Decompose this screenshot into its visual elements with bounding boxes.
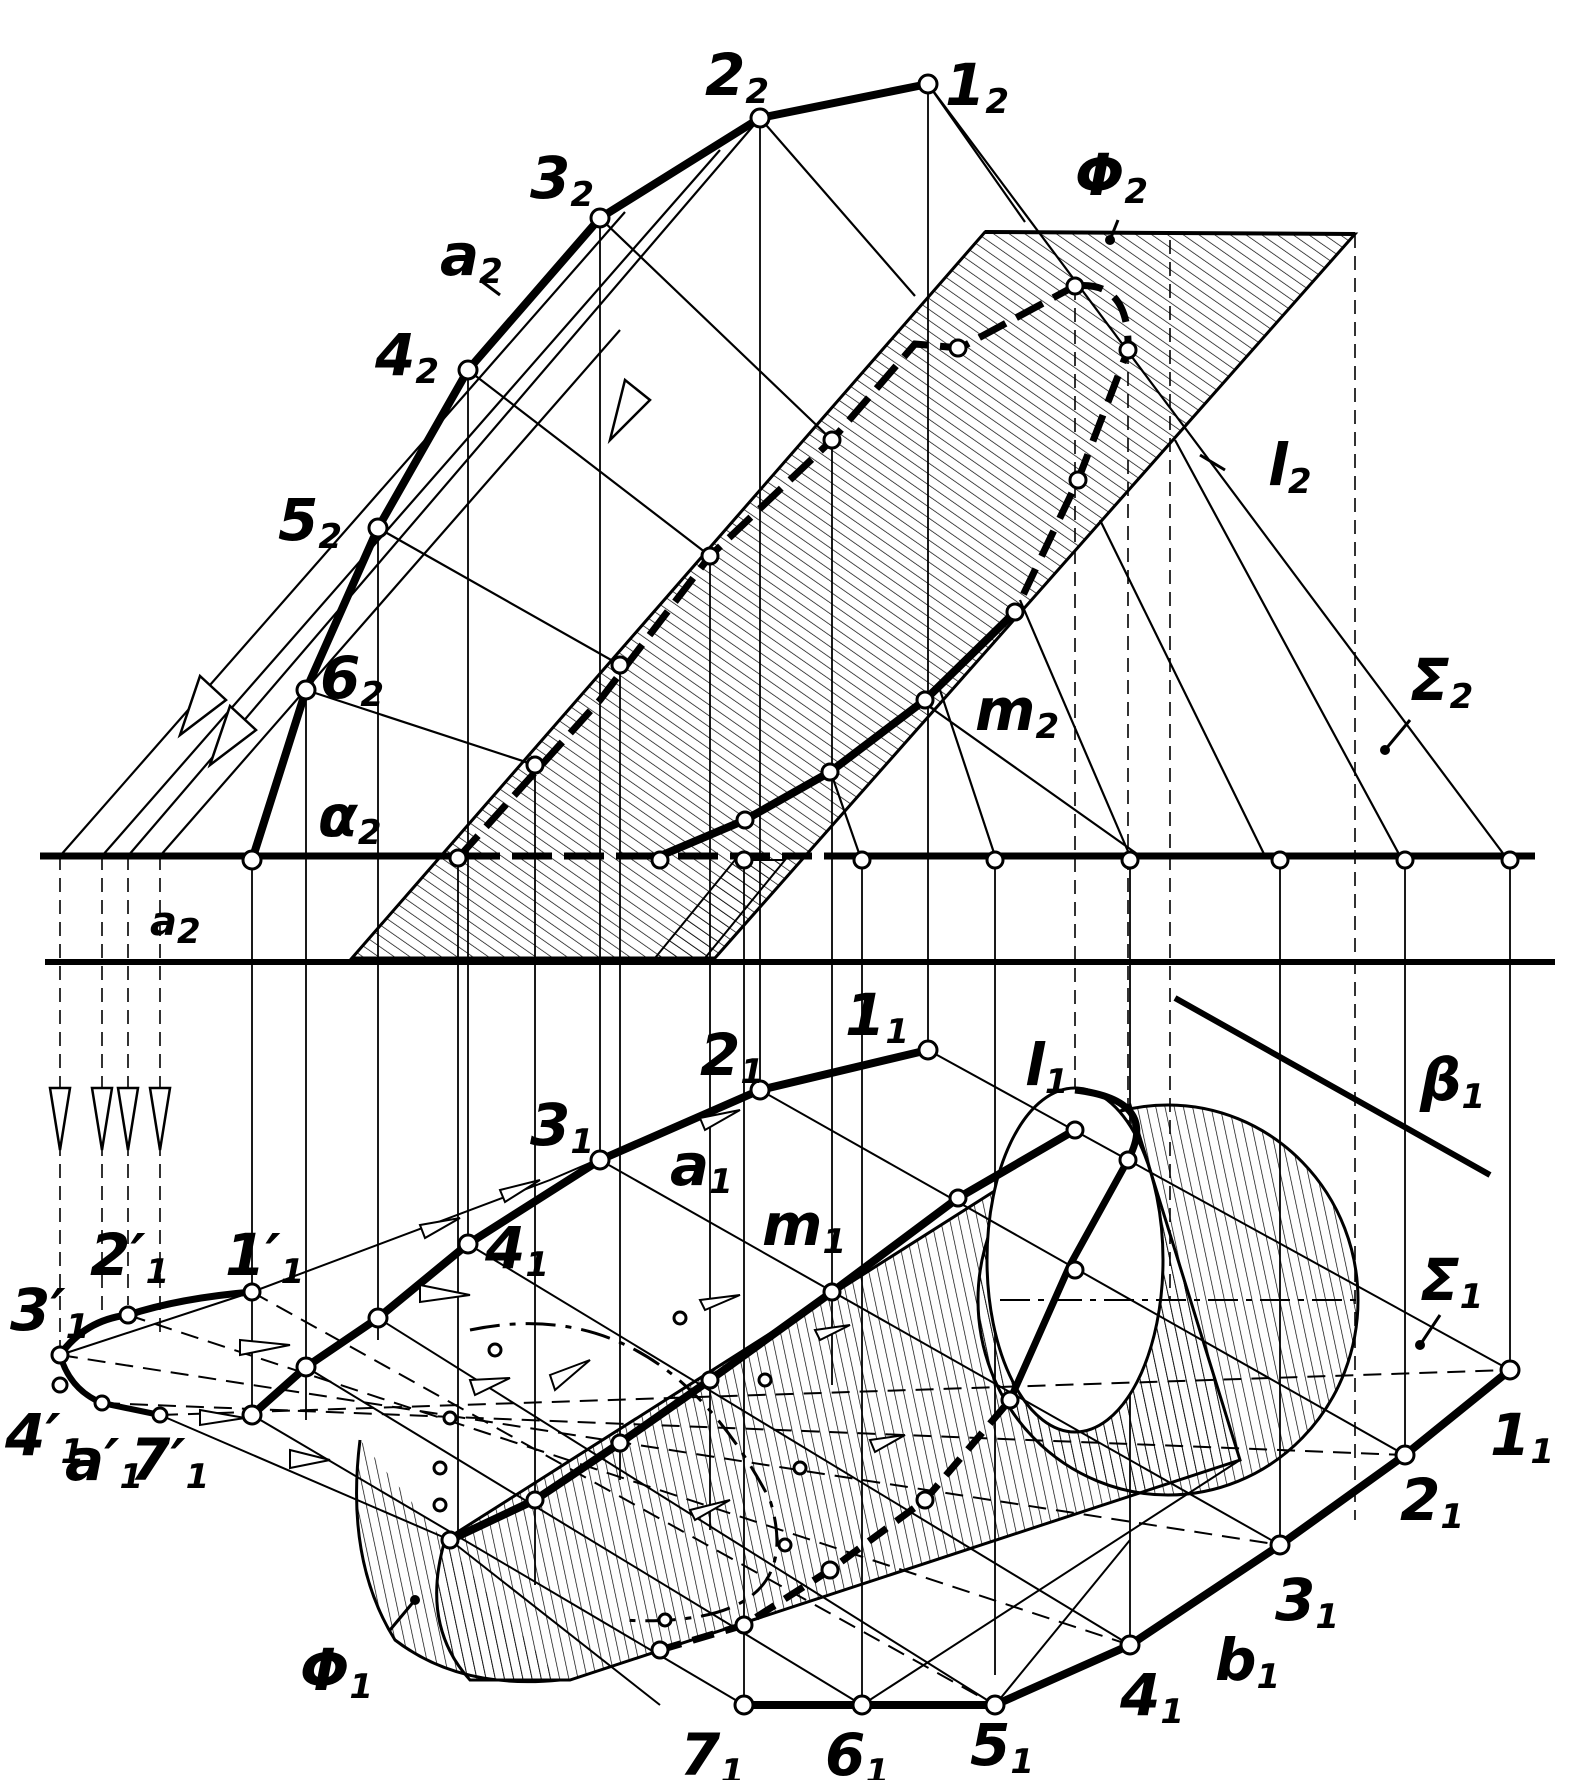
phi2-cylinder-front bbox=[348, 230, 1359, 960]
svg-text:11: 11 bbox=[845, 981, 909, 1052]
svg-text:31: 31 bbox=[530, 1091, 594, 1162]
svg-text:32: 32 bbox=[530, 144, 594, 215]
point-3-2 bbox=[589, 207, 611, 229]
svg-text:7′1: 7′1 bbox=[130, 1426, 209, 1497]
svg-text:m2: m2 bbox=[975, 676, 1059, 747]
point-4-2 bbox=[457, 359, 479, 381]
labels: 12 22 32 a2 42 52 62 α2 a2 Φ2 l2 Σ2 m2 1… bbox=[4, 41, 1554, 1780]
svg-text:21: 21 bbox=[1400, 1466, 1464, 1537]
label-1-2: 1 bbox=[945, 51, 985, 119]
svg-text:22: 22 bbox=[705, 41, 769, 112]
svg-text:Φ2: Φ2 bbox=[1075, 141, 1148, 212]
svg-text:11: 11 bbox=[1490, 1401, 1554, 1472]
svg-text:Φ1: Φ1 bbox=[300, 1636, 373, 1707]
svg-text:b1: b1 bbox=[1215, 1626, 1280, 1697]
phi2-lower-strip bbox=[652, 859, 788, 959]
point-6-2 bbox=[295, 679, 317, 701]
svg-text:a′1: a′1 bbox=[65, 1426, 143, 1497]
phi2-hatched-band bbox=[348, 230, 1359, 960]
svg-text:2′1: 2′1 bbox=[90, 1221, 169, 1292]
svg-text:21: 21 bbox=[700, 1021, 764, 1092]
svg-text:α2: α2 bbox=[318, 782, 382, 853]
beta1-line bbox=[1173, 995, 1492, 1178]
svg-text:12: 12 bbox=[945, 51, 1009, 122]
svg-text:a2: a2 bbox=[150, 899, 201, 952]
svg-text:Σ1: Σ1 bbox=[1420, 1246, 1483, 1317]
svg-text:41: 41 bbox=[484, 1214, 549, 1285]
svg-text:31: 31 bbox=[1275, 1566, 1339, 1637]
projection-arrows bbox=[48, 377, 652, 1151]
svg-text:l1: l1 bbox=[1025, 1031, 1069, 1102]
svg-text:52: 52 bbox=[278, 486, 342, 557]
svg-text:Σ2: Σ2 bbox=[1410, 646, 1473, 717]
points bbox=[50, 73, 1521, 1716]
svg-text:1′1: 1′1 bbox=[225, 1221, 304, 1292]
svg-text:β1: β1 bbox=[1419, 1046, 1485, 1117]
point-a2 bbox=[241, 849, 263, 871]
svg-text:61: 61 bbox=[825, 1721, 889, 1780]
label-leaders bbox=[388, 219, 1442, 1631]
svg-text:l2: l2 bbox=[1268, 431, 1312, 502]
svg-text:a1: a1 bbox=[670, 1131, 733, 1202]
svg-text:41: 41 bbox=[1119, 1661, 1184, 1732]
svg-text:4′1: 4′1 bbox=[4, 1401, 84, 1472]
svg-text:42: 42 bbox=[374, 321, 439, 392]
svg-text:51: 51 bbox=[970, 1711, 1034, 1780]
dashed-lines-top bbox=[59, 1291, 1511, 1706]
phi2-top-edge bbox=[984, 230, 1356, 236]
svg-text:71: 71 bbox=[680, 1721, 744, 1780]
svg-text:62: 62 bbox=[320, 644, 384, 715]
point-1-2 bbox=[917, 73, 939, 95]
construction-lines-front bbox=[59, 83, 1506, 857]
phi1-dash-ellipse bbox=[469, 1322, 779, 1623]
svg-text:a2: a2 bbox=[440, 221, 503, 292]
small-arrows-top bbox=[199, 1109, 906, 1522]
svg-text:m1: m1 bbox=[762, 1191, 846, 1262]
point-5-2 bbox=[367, 517, 389, 539]
baselines bbox=[40, 852, 1555, 965]
point-2-2 bbox=[749, 107, 771, 129]
svg-text:3′1: 3′1 bbox=[10, 1276, 89, 1347]
